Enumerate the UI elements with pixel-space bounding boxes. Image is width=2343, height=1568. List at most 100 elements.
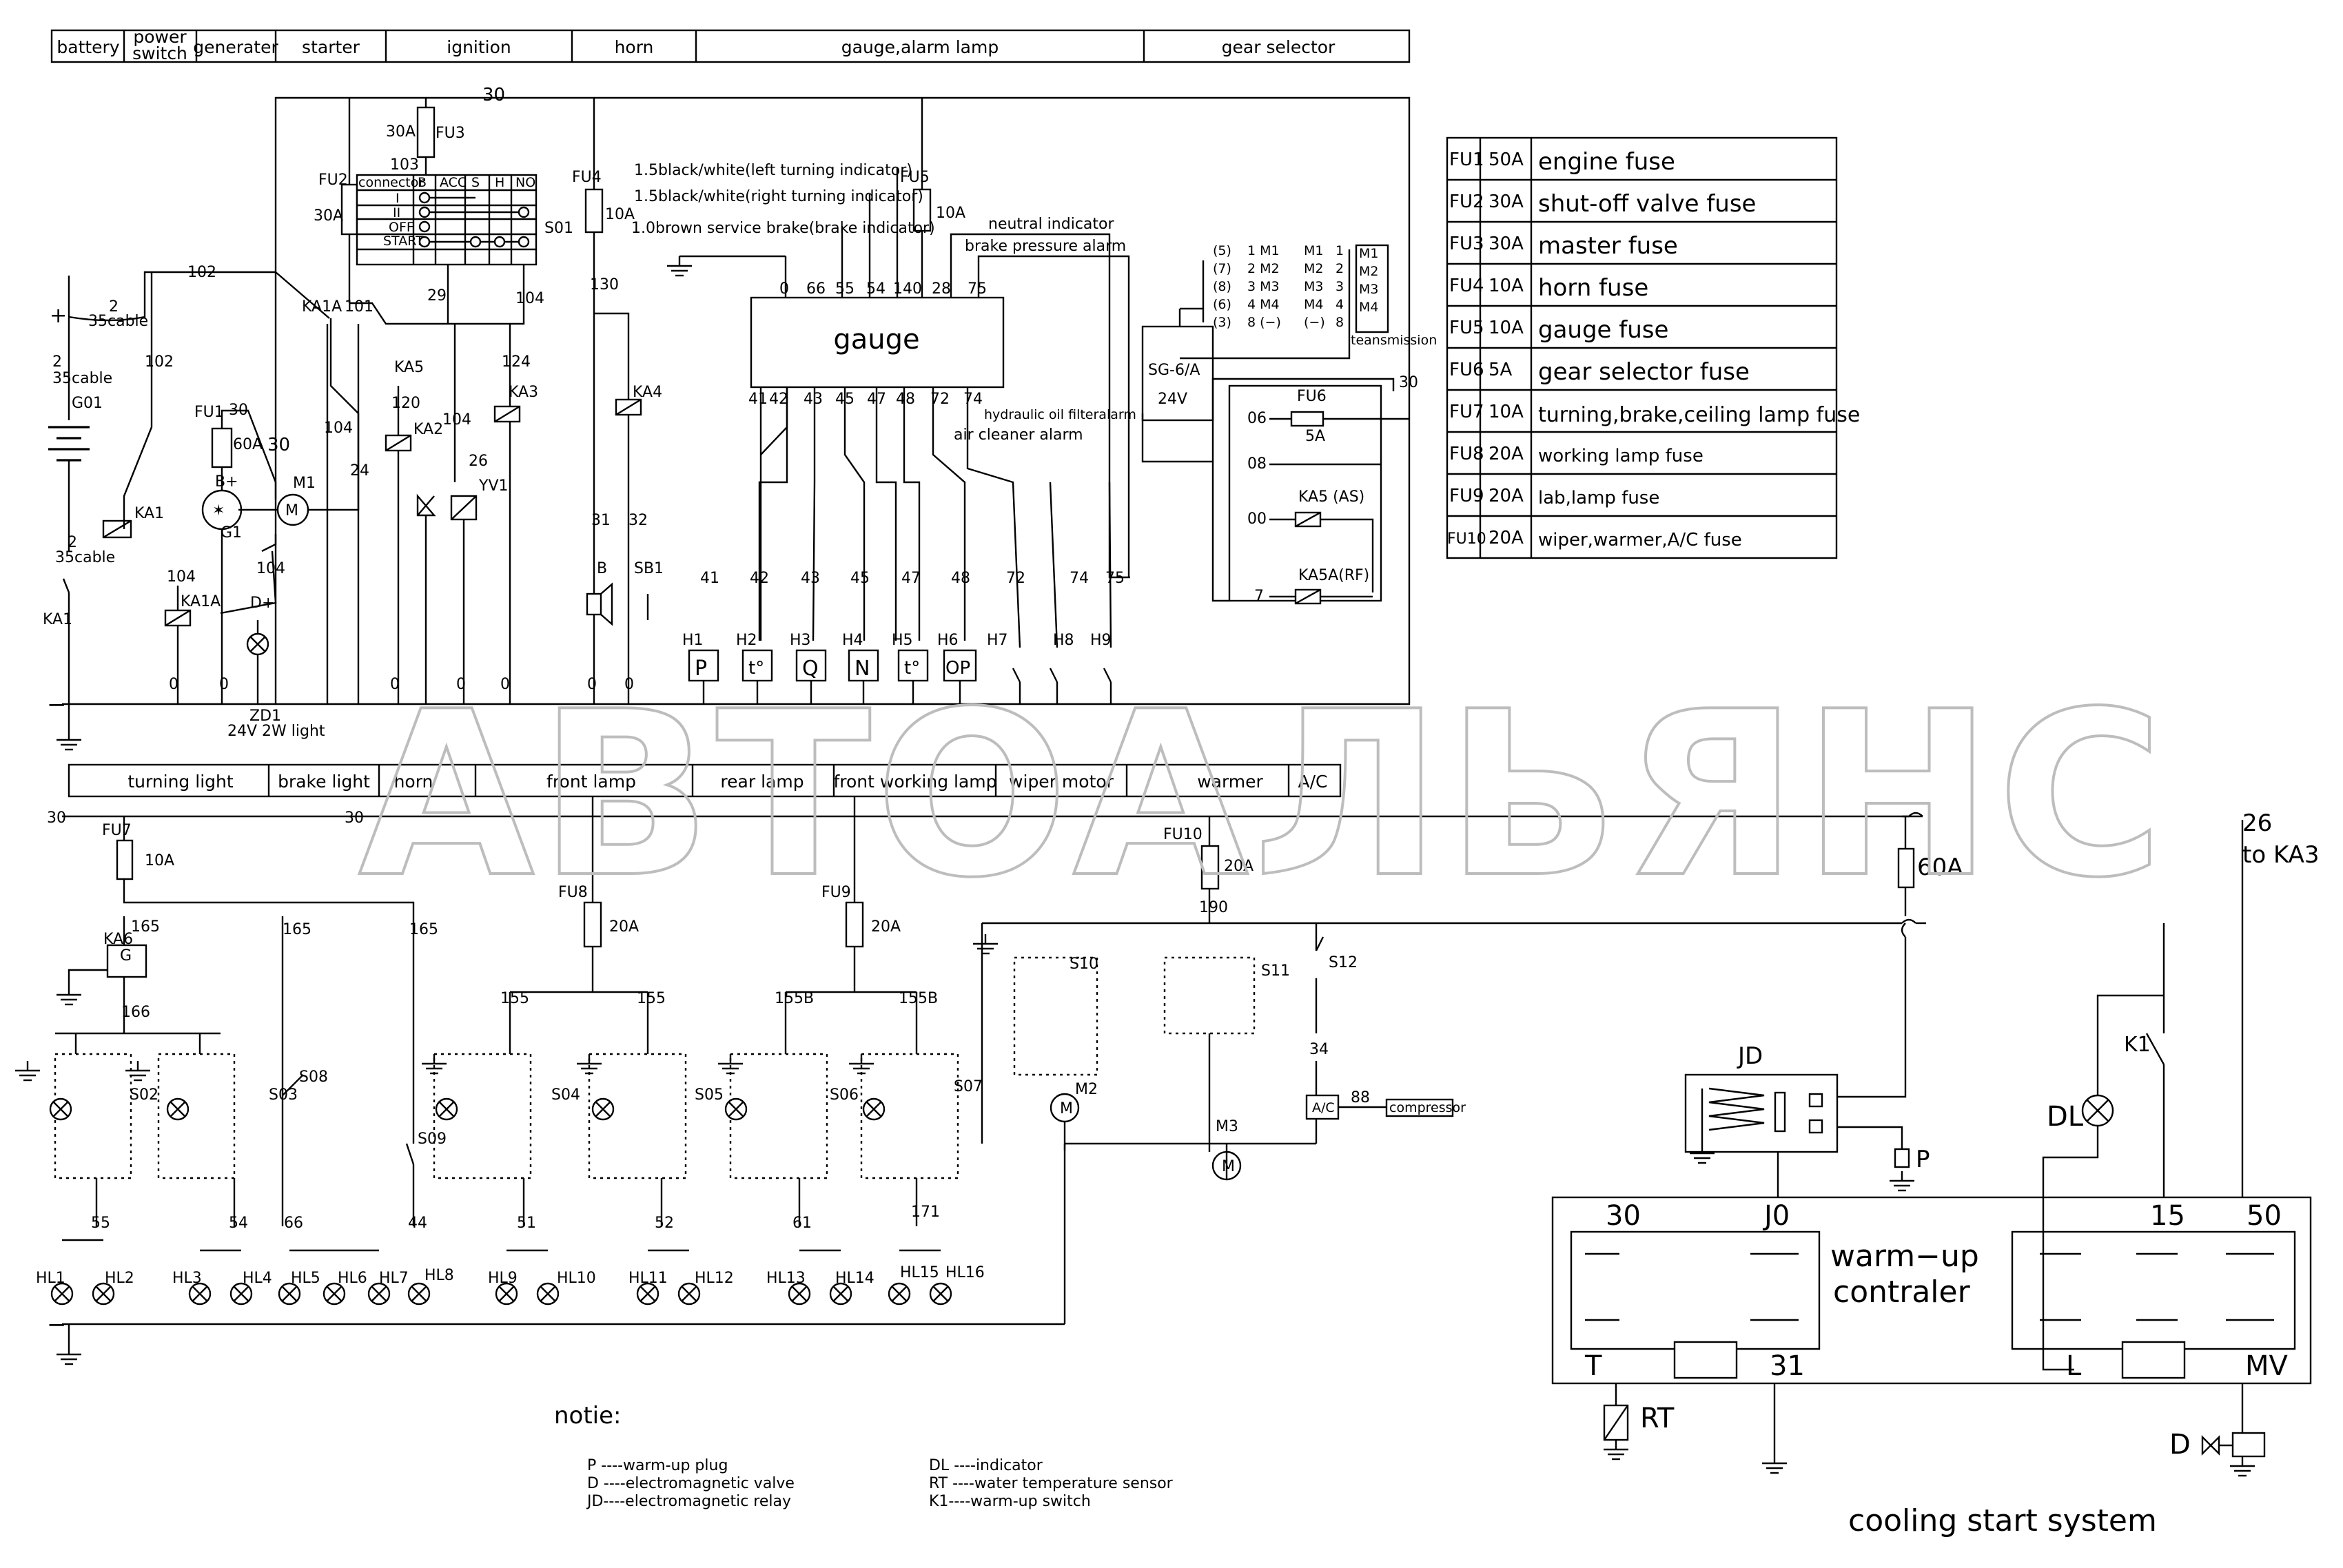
svg-text:+: + (50, 304, 67, 328)
svg-text:75: 75 (1105, 570, 1125, 587)
svg-text:55: 55 (835, 280, 855, 298)
svg-text:S07: S07 (954, 1078, 983, 1095)
svg-text:G: G (120, 947, 132, 964)
svg-text:51: 51 (517, 1215, 536, 1232)
svg-text:P ----warm-up plug: P ----warm-up plug (587, 1457, 728, 1474)
fuse-fu3-name: master fuse (1538, 232, 1678, 260)
svg-text:FU3: FU3 (436, 125, 465, 142)
warm-up-plug-icon (1894, 1148, 1910, 1168)
svg-text:1.0brown service brake(brake i: 1.0brown service brake(brake indicator) (631, 220, 935, 237)
svg-text:7: 7 (1254, 588, 1264, 605)
jd-relay-icon (1684, 1073, 1839, 1153)
fuse-fu9-id: FU9 (1449, 486, 1484, 506)
svg-text:155B: 155B (899, 990, 938, 1007)
controller-label-line2: contraler (1833, 1275, 1971, 1310)
svg-text:8: 8 (1336, 315, 1344, 330)
svg-text:104: 104 (515, 290, 544, 307)
svg-text:10A: 10A (605, 206, 635, 223)
svg-text:30: 30 (267, 435, 290, 455)
notes: notie: P ----warm-up plug D ----electrom… (554, 1402, 1174, 1510)
svg-text:S05: S05 (695, 1086, 724, 1104)
ground-icon (124, 1060, 152, 1082)
svg-text:165: 165 (409, 921, 438, 938)
lamp-h2-symbol: t° (748, 658, 764, 679)
svg-text:171: 171 (911, 1204, 940, 1221)
svg-text:FU1: FU1 (194, 404, 224, 421)
svg-text:DL: DL (2047, 1101, 2084, 1133)
svg-text:SG-6/A: SG-6/A (1148, 362, 1200, 379)
svg-text:H4: H4 (842, 632, 863, 649)
fu4-fuse-icon (584, 188, 604, 234)
svg-text:MV: MV (2245, 1350, 2289, 1382)
svg-text:FU10: FU10 (1163, 826, 1203, 843)
svg-text:KA5A(RF): KA5A(RF) (1298, 567, 1369, 584)
svg-text:55: 55 (91, 1215, 110, 1232)
svg-text:neutral indicator: neutral indicator (988, 216, 1114, 233)
svg-text:KA6: KA6 (103, 931, 133, 948)
svg-text:B: B (418, 175, 427, 190)
fuse-fu10-rating: 20A (1488, 528, 1524, 548)
svg-text:G01: G01 (72, 395, 103, 412)
svg-text:101: 101 (345, 298, 374, 316)
svg-text:H3: H3 (790, 632, 811, 649)
svg-text:48: 48 (951, 570, 970, 587)
svg-text:KA1: KA1 (134, 505, 164, 522)
svg-text:M4: M4 (1359, 300, 1378, 315)
cooling-system-title: cooling start system (1848, 1503, 2157, 1538)
svg-text:M: M (285, 502, 298, 519)
header-gear-selector: gear selector (1222, 37, 1336, 57)
svg-text:S03: S03 (269, 1086, 298, 1104)
charge-indicator-lamp-icon (246, 632, 269, 656)
ground-icon (575, 1053, 603, 1075)
svg-text:47: 47 (901, 570, 921, 587)
svg-text:165: 165 (283, 921, 311, 938)
svg-text:B: B (597, 560, 607, 577)
svg-text:H: H (495, 175, 504, 190)
svg-text:compressor: compressor (1389, 1100, 1466, 1115)
fuse-fu5-id: FU5 (1449, 318, 1484, 338)
svg-text:44: 44 (408, 1215, 427, 1232)
svg-text:OFF: OFF (389, 220, 414, 235)
ground-icon (1602, 1438, 1630, 1461)
svg-text:D+: D+ (250, 595, 274, 612)
fuse-fu4-rating: 10A (1488, 276, 1524, 296)
svg-text:FU7: FU7 (102, 822, 132, 839)
fu6-fuse-icon (1290, 411, 1324, 427)
indicator-lamps: H1 P H2 t° H3 Q H4 N H5 t° H6 OP H7 H8 H… (682, 632, 1112, 704)
svg-text:26: 26 (2242, 809, 2272, 837)
svg-text:50: 50 (2247, 1200, 2282, 1232)
svg-text:teansmission: teansmission (1351, 333, 1437, 348)
svg-text:4 M4: 4 M4 (1247, 297, 1280, 312)
fuse-fu10-name: wiper,warmer,A/C fuse (1538, 530, 1742, 550)
fuse-fu2-rating: 30A (1488, 192, 1524, 212)
svg-text:P: P (1916, 1146, 1930, 1173)
header-rear-lamp: rear lamp (720, 772, 804, 792)
ground-icon (55, 984, 83, 1006)
svg-text:KA1A: KA1A (302, 298, 342, 316)
svg-text:RT ----water temperature senso: RT ----water temperature sensor (929, 1475, 1174, 1492)
svg-text:S09: S09 (418, 1131, 447, 1148)
svg-text:41: 41 (748, 391, 768, 408)
lamp-wire-labels: 55 54 66 44 51 52 61 (91, 1215, 812, 1232)
lower-circuit: 30 30 FU7 10A 165 165 165 G KA6 166 S08 … (14, 796, 1926, 1365)
svg-text:S02: S02 (130, 1086, 158, 1104)
fuse-fu1-name: engine fuse (1538, 148, 1675, 176)
switch-group-front-lamp: S04 155 155 (420, 961, 687, 1226)
svg-text:29: 29 (427, 287, 447, 305)
svg-text:130: 130 (590, 276, 619, 293)
d-valve-coil-icon (2231, 1432, 2266, 1458)
svg-text:START: START (383, 234, 424, 249)
svg-text:RT: RT (1640, 1403, 1675, 1434)
fuse-fu4-name: horn fuse (1538, 274, 1648, 302)
svg-text:HL1: HL1 (36, 1270, 65, 1287)
svg-text:0: 0 (587, 676, 597, 693)
svg-text:M3: M3 (1216, 1118, 1238, 1135)
svg-text:30: 30 (345, 809, 364, 827)
horn-icon (586, 592, 602, 616)
svg-text:06: 06 (1247, 410, 1267, 427)
svg-text:140: 140 (893, 280, 922, 298)
svg-text:−: − (47, 691, 67, 719)
svg-text:8 (−): 8 (−) (1247, 315, 1281, 330)
svg-text:166: 166 (121, 1004, 150, 1021)
